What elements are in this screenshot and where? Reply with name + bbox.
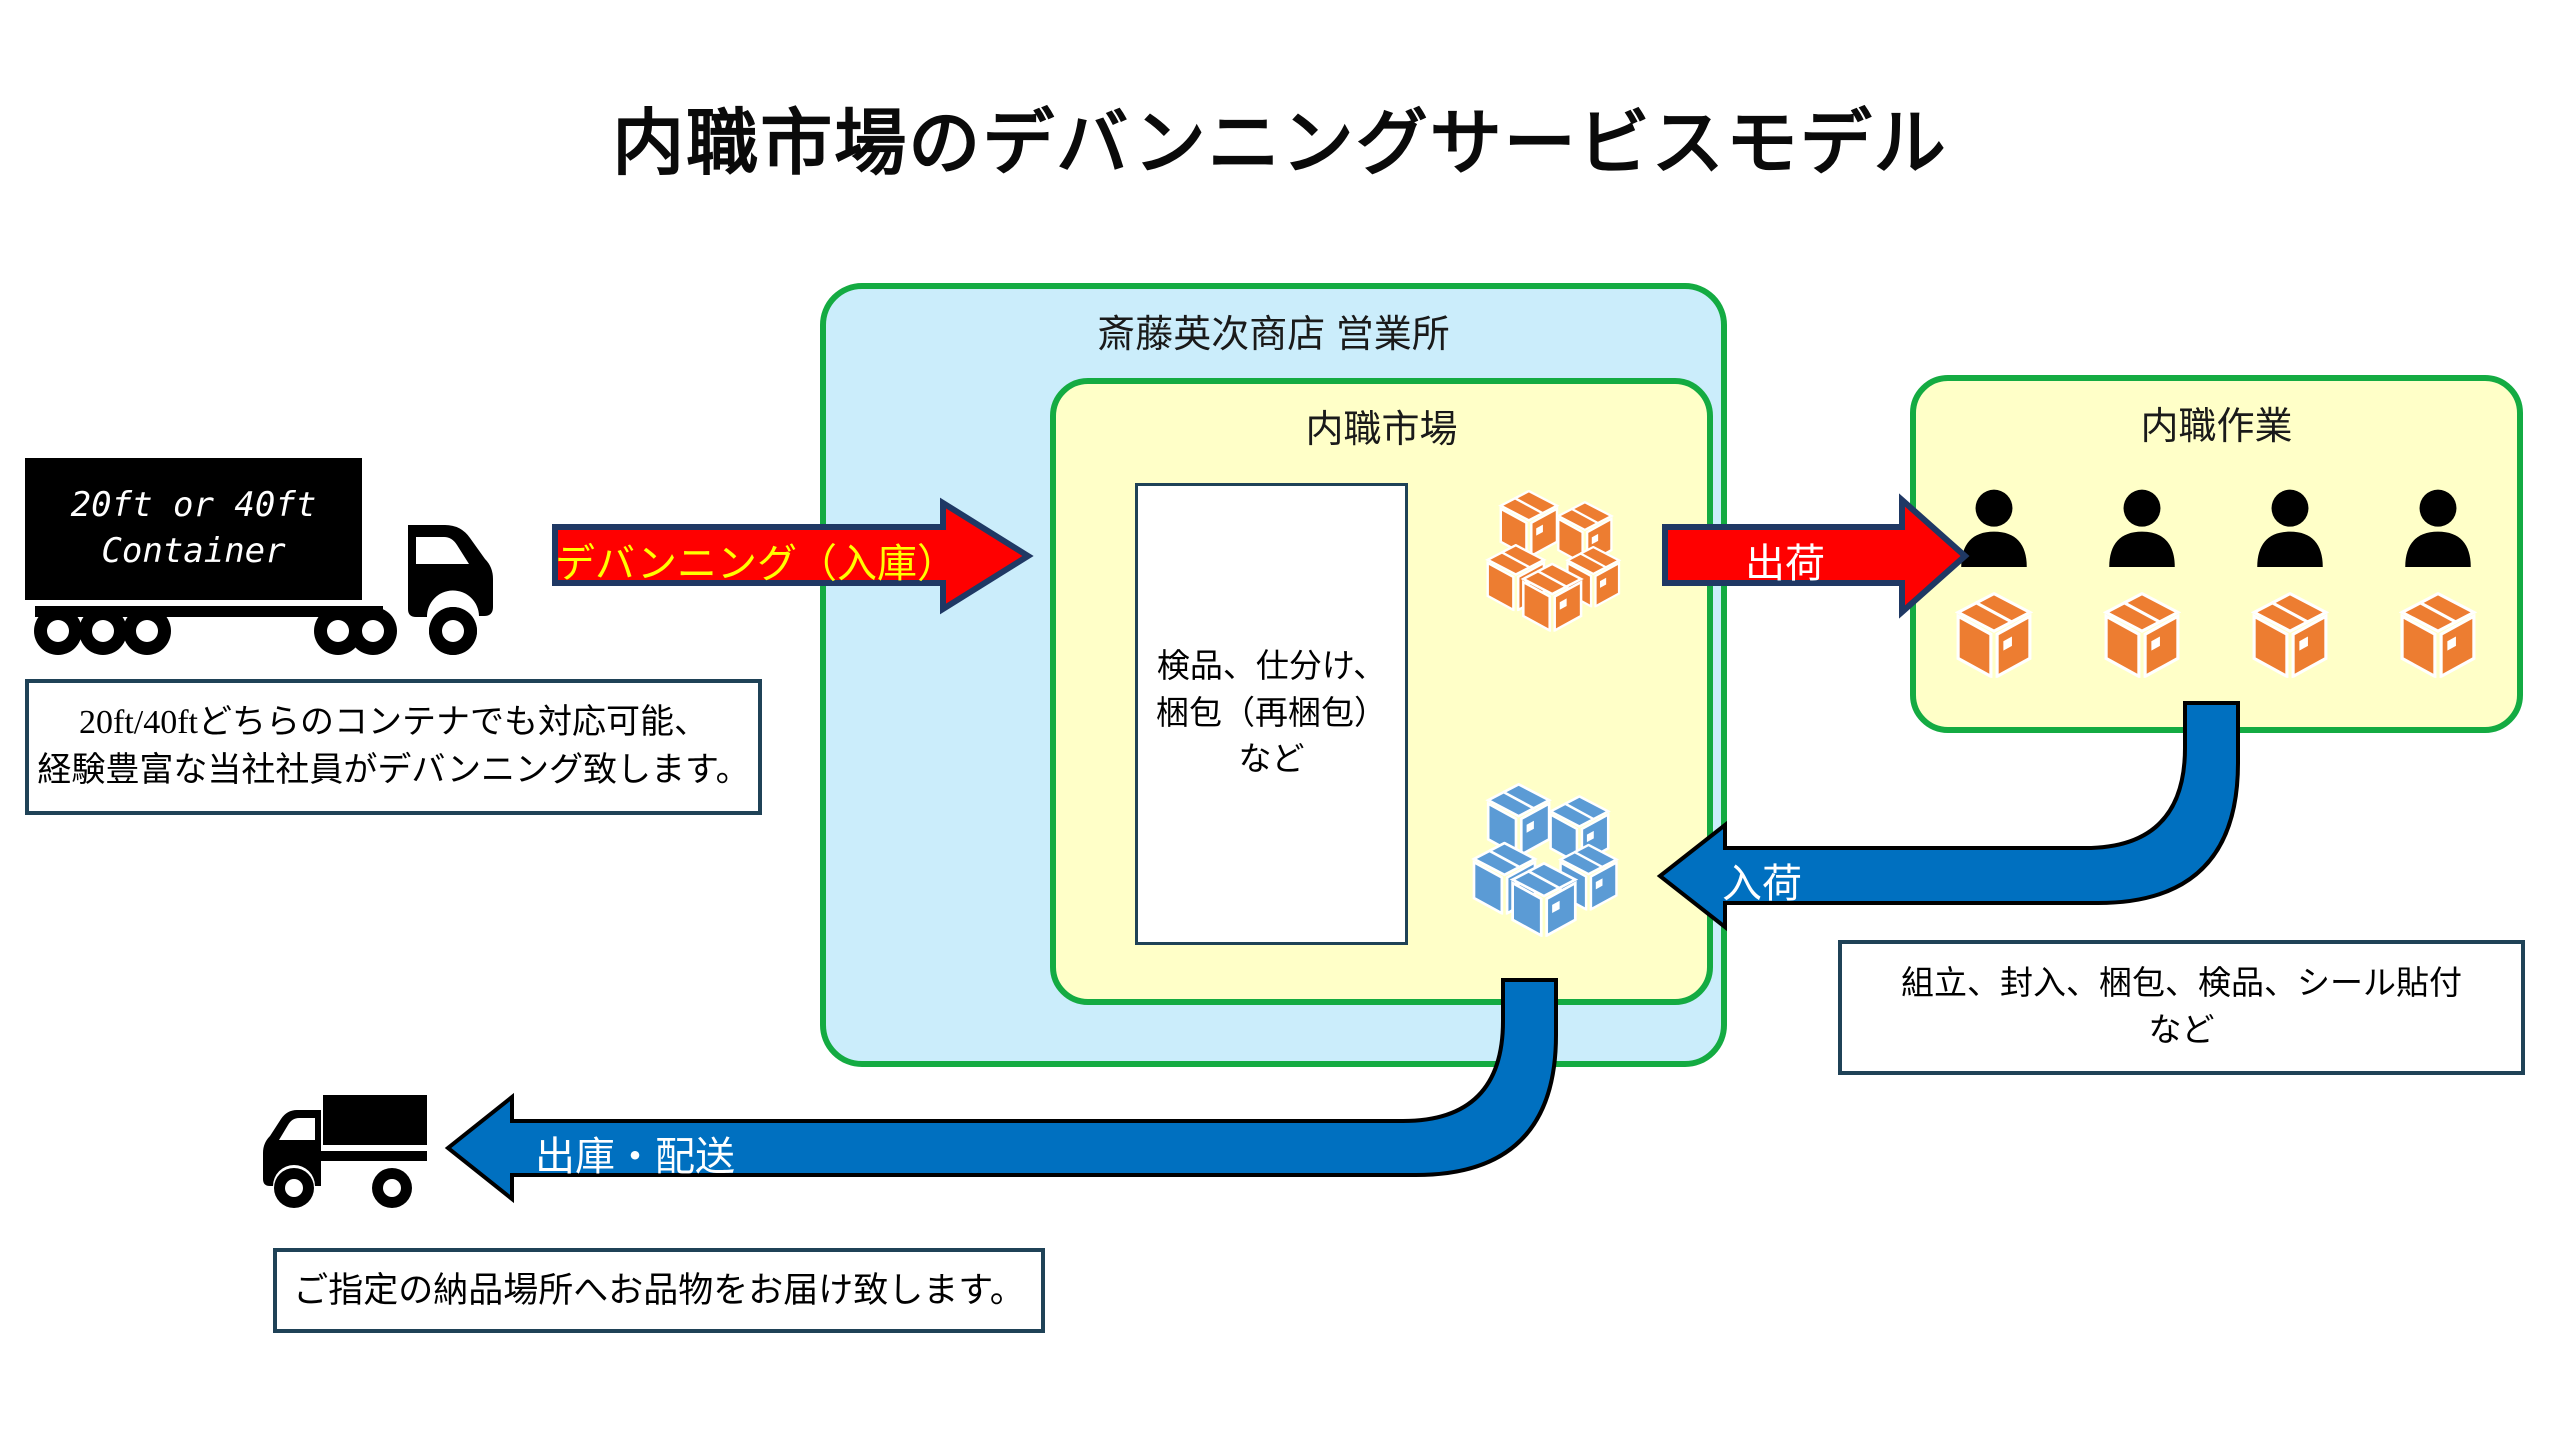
workers-row [1946, 488, 2486, 718]
worker-station [2094, 488, 2190, 718]
devanning-arrow-label: デバンニング（入庫） [555, 542, 957, 586]
shukka-arrow-label: 出荷 [1745, 542, 1825, 586]
office-label: 斎藤英次商店 営業所 [1097, 314, 1450, 356]
box-icon [1955, 592, 2033, 678]
person-icon [2100, 488, 2184, 572]
box-icon [2103, 592, 2181, 678]
person-icon [1952, 488, 2036, 572]
box-icon [2399, 592, 2477, 678]
delivery-note-line1: ご指定の納品場所へお品物をお届け致します。 [293, 1270, 1025, 1310]
work-note-line3: など [1238, 742, 1305, 779]
delivery-truck-icon [263, 1095, 427, 1208]
container-truck-label-line1: 20ft or 40ft [70, 485, 317, 526]
worker-station [2242, 488, 2338, 718]
worker-station [2390, 488, 2486, 718]
ichiba-label: 内職市場 [1305, 409, 1458, 451]
orange-box-stack-icon [1485, 487, 1625, 642]
work-note-line1: 検品、仕分け、 [1156, 648, 1387, 685]
page-title: 内職市場のデバンニングサービスモデル [612, 104, 1948, 184]
container-truck-icon [25, 458, 493, 655]
work-note-box: 検品、仕分け、 梱包（再梱包） など [1135, 483, 1408, 945]
sagyo-note-box: 組立、封入、梱包、検品、シール貼付 など [1838, 940, 2525, 1075]
blue-box-stack-icon [1471, 783, 1623, 945]
person-icon [2248, 488, 2332, 572]
container-truck-label-line2: Container [101, 531, 286, 571]
container-note-line2: 経験豊富な当社社員がデバンニング致します。 [37, 752, 750, 789]
work-note-line2: 梱包（再梱包） [1156, 695, 1387, 732]
sagyo-label: 内職作業 [2140, 406, 2293, 448]
container-note-box: 20ft/40ftどちらのコンテナでも対応可能、 経験豊富な当社社員がデバンニン… [25, 679, 762, 815]
nyuka-arrow-label: 入荷 [1722, 862, 1802, 906]
sagyo-note-line2: など [2148, 1012, 2215, 1049]
delivery-note-box: ご指定の納品場所へお品物をお届け致します。 [273, 1248, 1045, 1333]
container-truck-label: 20ft or 40ft Container [25, 458, 362, 600]
shukko-arrow-label: 出庫・配送 [535, 1135, 735, 1179]
worker-station [1946, 488, 2042, 718]
sagyo-note-line1: 組立、封入、梱包、検品、シール貼付 [1901, 965, 2462, 1002]
box-icon [2251, 592, 2329, 678]
container-note-line1: 20ft/40ftどちらのコンテナでも対応可能、 [79, 703, 708, 741]
person-icon [2396, 488, 2480, 572]
